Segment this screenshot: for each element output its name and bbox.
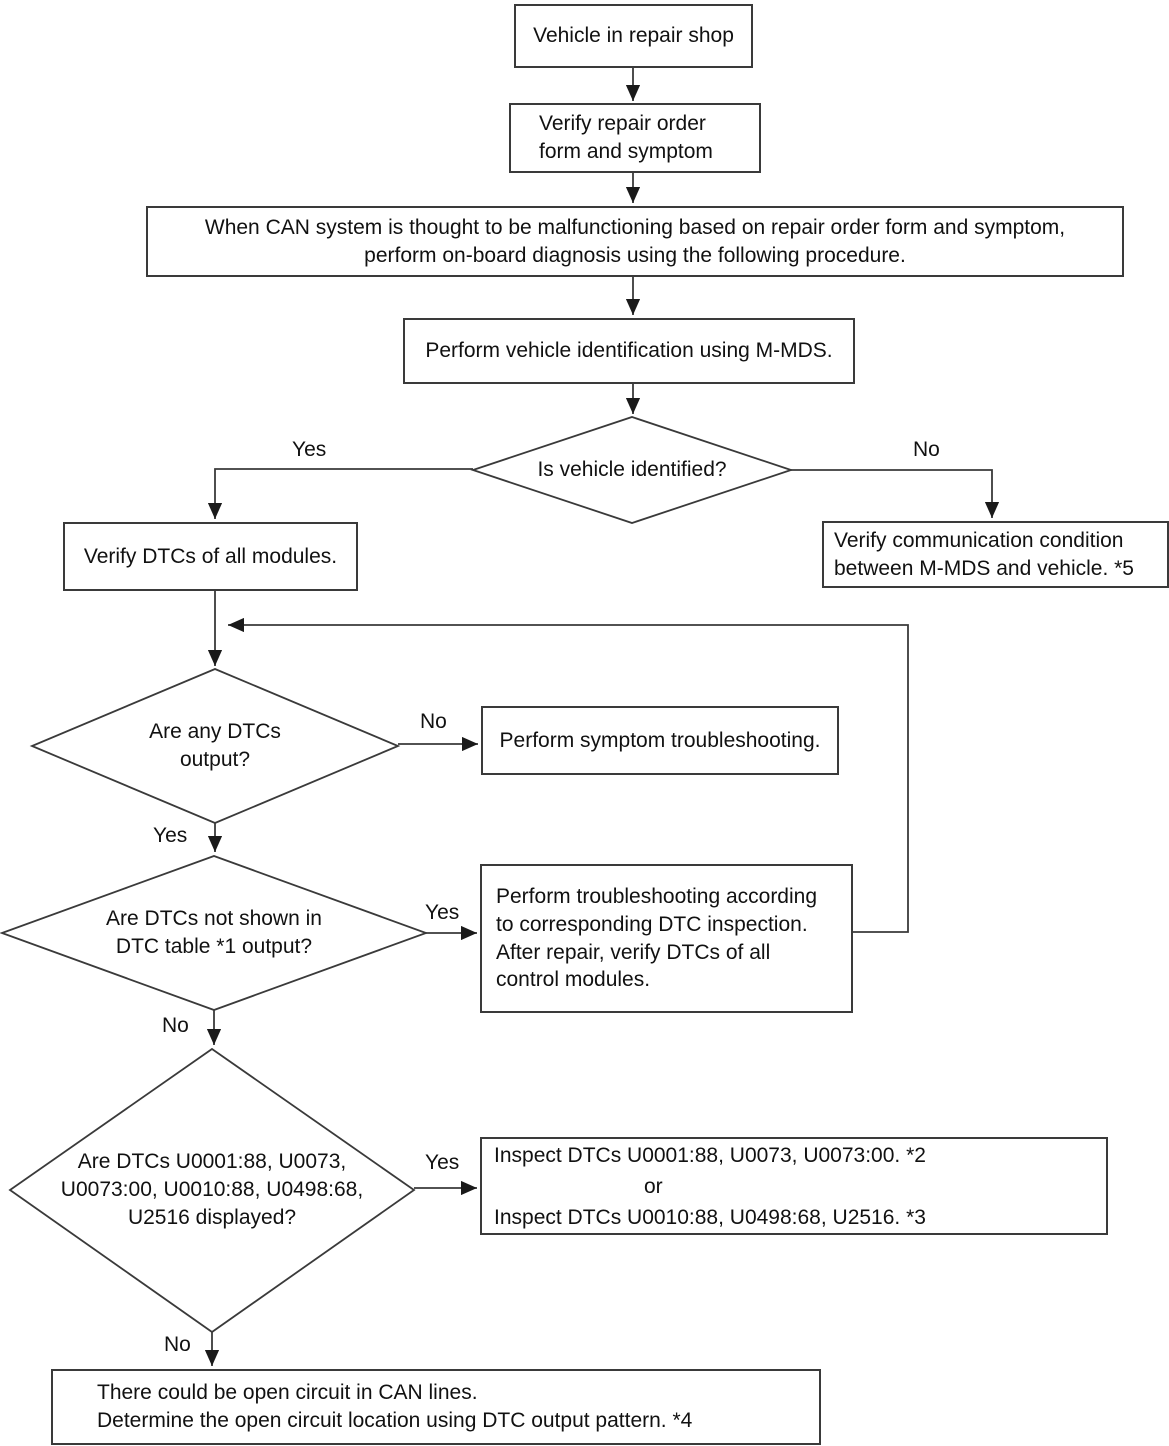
- decision-diamonds: [0, 416, 794, 1334]
- connector-lines: [204, 68, 1000, 1366]
- decision-any-dtcs-shape: [29, 668, 401, 824]
- node-symptom-troubleshooting: Perform symptom troubleshooting.: [481, 706, 839, 775]
- label-no-dtcs-not-in-table: No: [162, 1014, 189, 1037]
- decision-vehicle-identified-text: Is vehicle identified?: [537, 458, 727, 482]
- label-no-specific-dtcs: No: [164, 1333, 191, 1356]
- node-inspect-dtcs: Inspect DTCs U0001:88, U0073, U0073:00. …: [480, 1137, 1108, 1235]
- node-verify-communication: Verify communication condition between M…: [822, 521, 1169, 588]
- decision-specific-dtcs-text: Are DTCs U0001:88, U0073, U0073:00, U001…: [60, 1150, 364, 1229]
- inspect-dtcs-line1: Inspect DTCs U0001:88, U0073, U0073:00. …: [494, 1143, 926, 1167]
- decision-any-dtcs-text: Are any DTCs output?: [149, 720, 281, 771]
- inspect-dtcs-or: or: [644, 1174, 663, 1198]
- node-dtc-troubleshooting: Perform troubleshooting according to cor…: [480, 864, 853, 1013]
- node-when-can-malfunctioning: When CAN system is thought to be malfunc…: [146, 206, 1124, 277]
- decision-dtcs-not-in-table-text: Are DTCs not shown in DTC table *1 outpu…: [106, 907, 322, 958]
- label-no-vehicle-identified: No: [913, 438, 940, 461]
- label-yes-specific-dtcs: Yes: [425, 1151, 460, 1174]
- label-no-any-dtcs: No: [420, 710, 447, 733]
- label-yes-dtcs-not-in-table: Yes: [425, 901, 460, 924]
- node-open-circuit: There could be open circuit in CAN lines…: [51, 1369, 821, 1445]
- decision-dtcs-not-in-table-shape: [0, 855, 429, 1011]
- label-yes-vehicle-identified: Yes: [292, 438, 327, 461]
- label-yes-any-dtcs: Yes: [153, 824, 188, 847]
- node-vehicle-in-repair-shop: Vehicle in repair shop: [514, 4, 753, 68]
- node-verify-dtcs-all-modules: Verify DTCs of all modules.: [63, 522, 358, 591]
- edge-feedback-loop: [228, 617, 909, 933]
- inspect-dtcs-line2: Inspect DTCs U0010:88, U0498:68, U2516. …: [494, 1205, 926, 1229]
- edge-decision1-no: [791, 469, 1000, 518]
- node-vehicle-identification: Perform vehicle identification using M-M…: [403, 318, 855, 384]
- decision-specific-dtcs-shape: [8, 1047, 416, 1334]
- decision-vehicle-identified-shape: [470, 416, 794, 524]
- node-verify-repair-order: Verify repair order form and symptom: [509, 103, 761, 173]
- edge-decision1-yes: [207, 468, 473, 519]
